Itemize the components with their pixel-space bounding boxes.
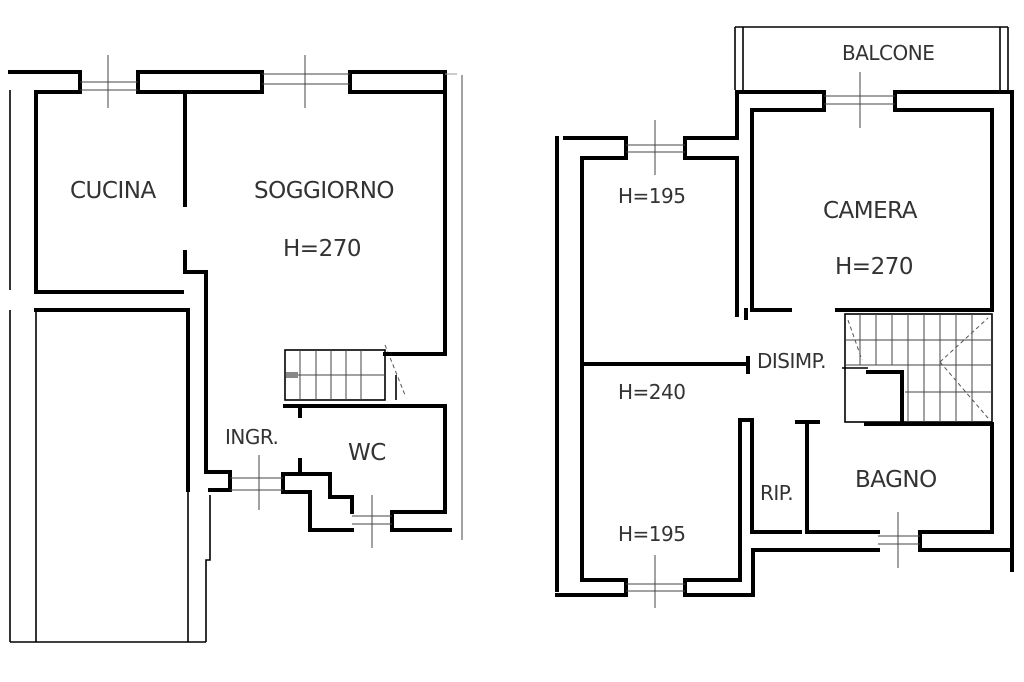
window-top-left-room	[626, 120, 685, 175]
window-soggiorno	[262, 55, 350, 108]
label-mid-left-room-height: H=240	[618, 380, 685, 404]
balcony	[734, 26, 1009, 90]
first-floor-plan: BALCONE CAMERA H=270 H=195 DISIMP. H=240…	[555, 26, 1014, 608]
window-bagno	[878, 512, 920, 568]
label-balcone: BALCONE	[842, 41, 934, 65]
window-cucina	[80, 55, 138, 108]
label-camera: CAMERA	[823, 198, 918, 224]
label-bottom-left-room-height: H=195	[618, 522, 685, 546]
label-top-left-room-height: H=195	[618, 184, 685, 208]
label-ingresso: INGR.	[225, 425, 278, 449]
entrance-door	[208, 455, 283, 510]
label-bagno: BAGNO	[855, 467, 937, 493]
window-bottom-left-room	[626, 555, 685, 608]
window-wc	[352, 495, 392, 548]
ground-floor-plan: CUCINA SOGGIORNO H=270 INGR. WC	[8, 55, 463, 643]
ground-stairs	[284, 344, 406, 401]
label-ripostiglio: RIP.	[760, 481, 793, 505]
label-cucina: CUCINA	[70, 178, 156, 204]
window-camera	[824, 72, 895, 128]
label-camera-height: H=270	[835, 254, 913, 280]
label-disimpegno: DISIMP.	[757, 349, 826, 373]
label-soggiorno: SOGGIORNO	[254, 178, 394, 204]
label-soggiorno-height: H=270	[283, 236, 361, 262]
label-wc: WC	[348, 440, 386, 466]
